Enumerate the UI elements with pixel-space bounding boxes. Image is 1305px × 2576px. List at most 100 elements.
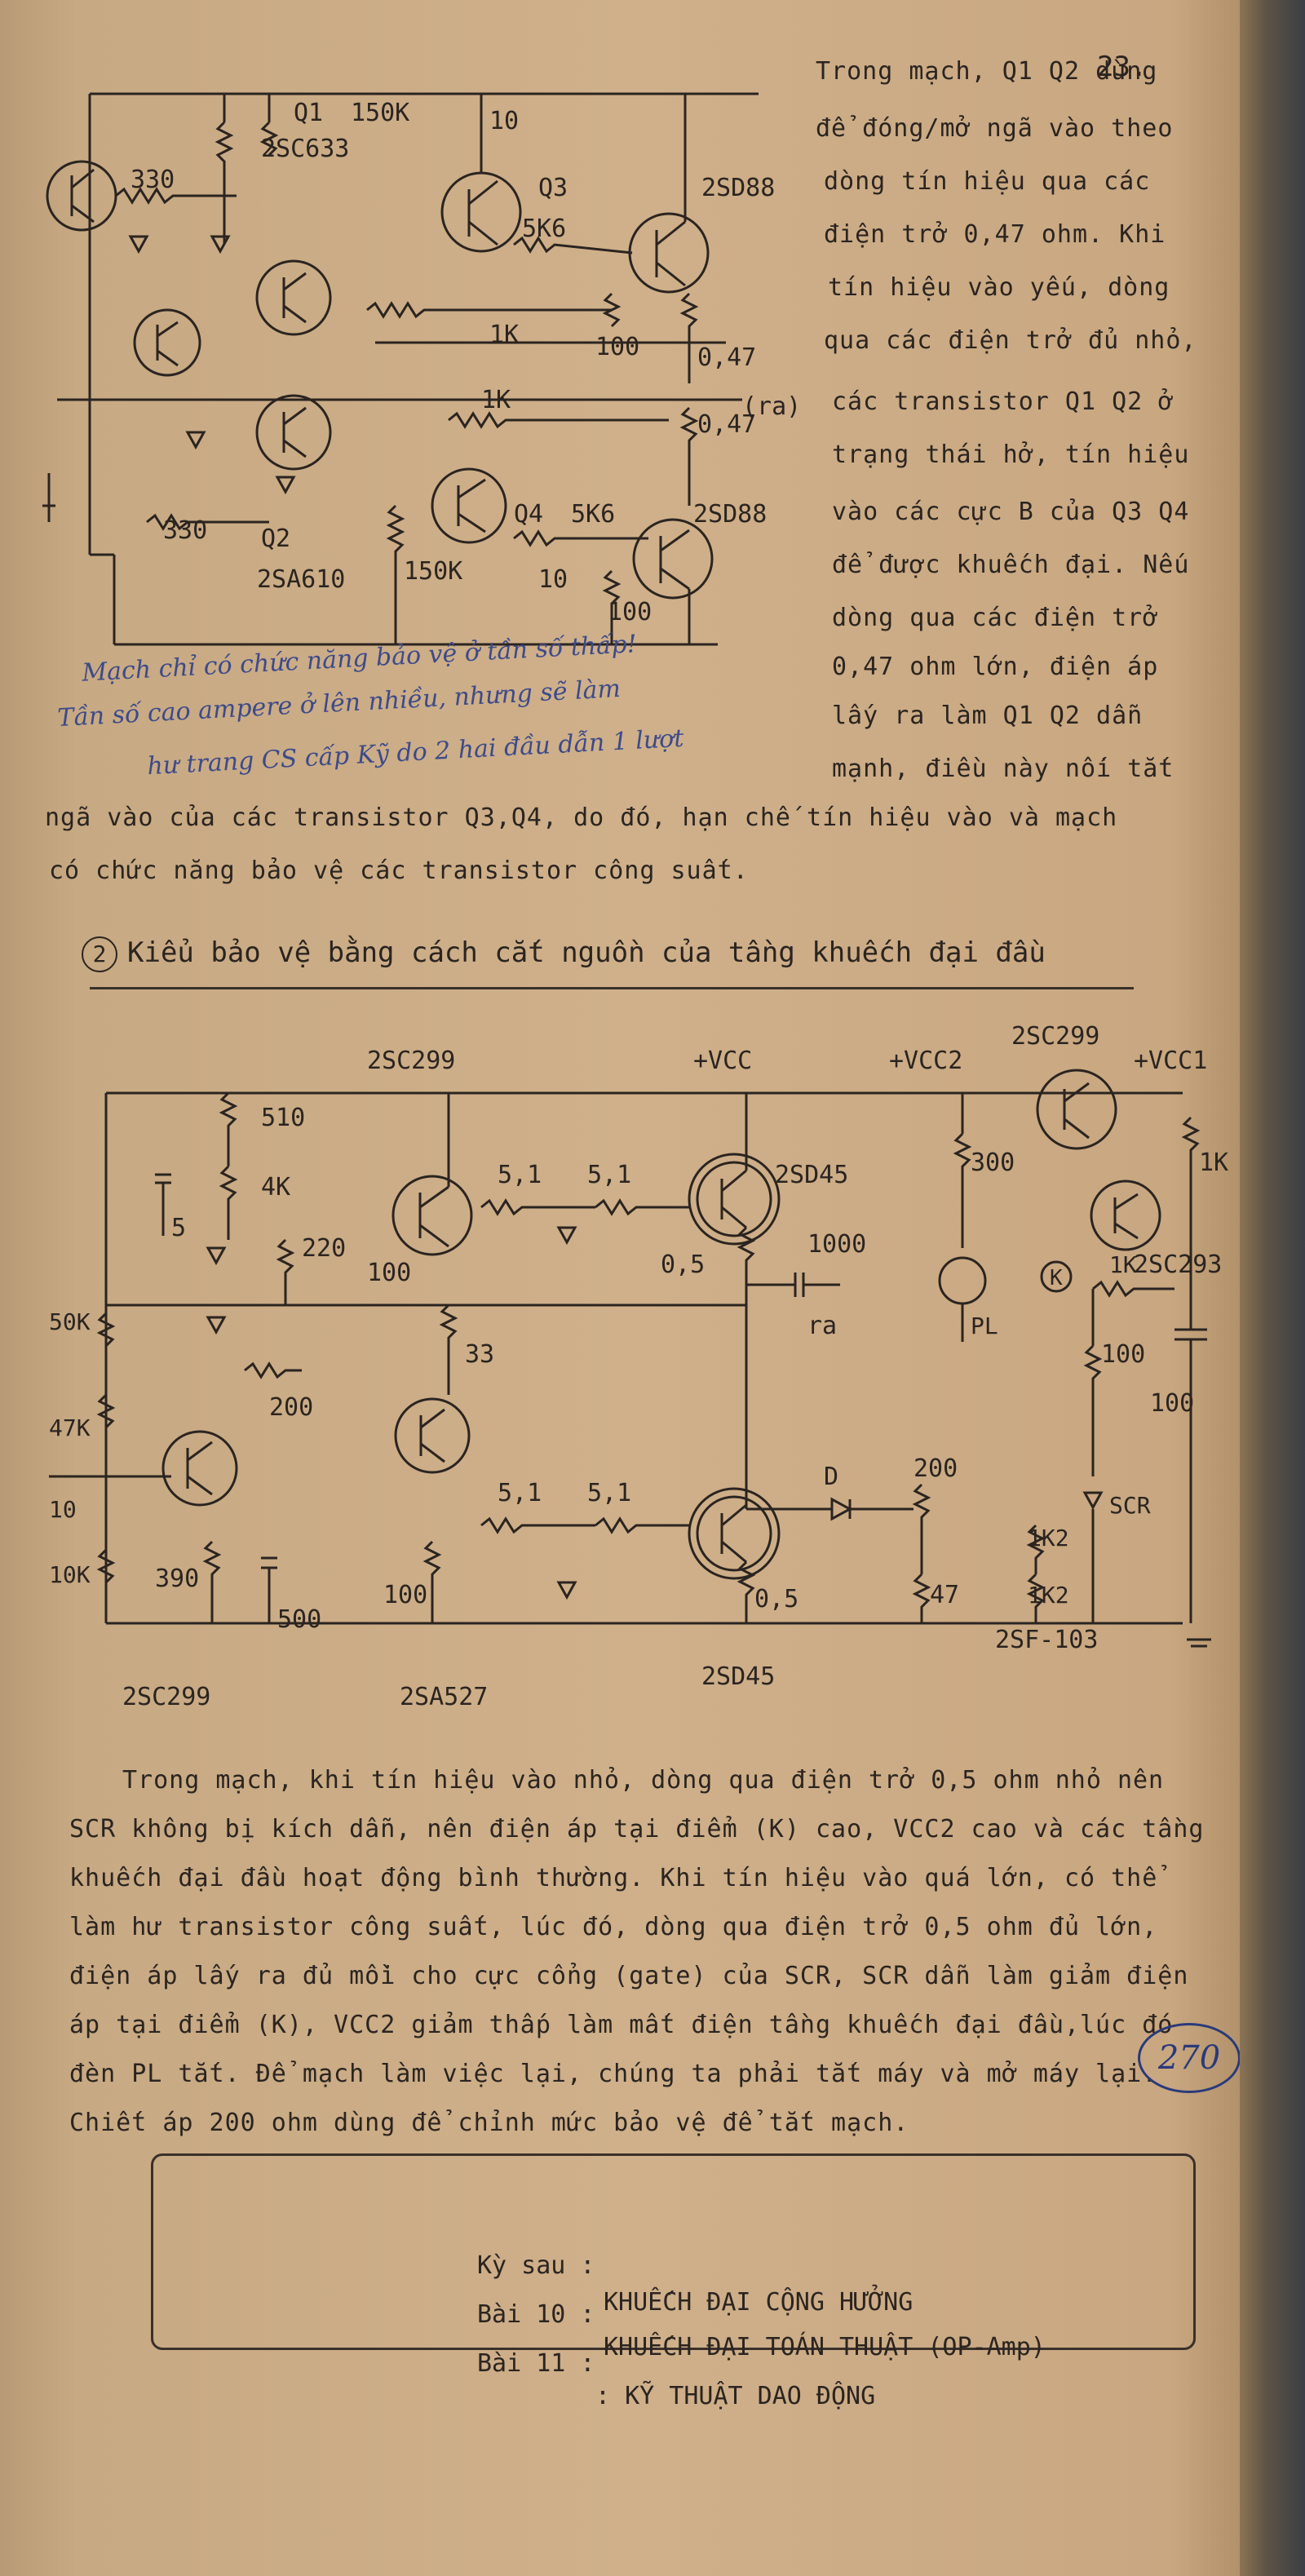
r51a-label: 5,1 bbox=[498, 1161, 542, 1189]
out-ra-label: (ra) bbox=[742, 392, 801, 421]
pl-label: PL bbox=[971, 1312, 998, 1339]
r100a-label: 100 bbox=[367, 1259, 411, 1287]
r047-a-label: 0,47 bbox=[697, 343, 756, 372]
vcc1-label: +VCC1 bbox=[1134, 1047, 1207, 1075]
para-line: Chiết áp 200 ohm dùng để chỉnh mức bảo v… bbox=[69, 2109, 909, 2137]
side-line: 0,47 ohm lớn, điện áp bbox=[832, 653, 1159, 681]
q3-label: Q3 bbox=[538, 174, 568, 202]
r100-bot-label: 100 bbox=[608, 598, 652, 626]
d-label: D bbox=[824, 1463, 838, 1491]
r33-label: 33 bbox=[465, 1340, 494, 1369]
r10-bot-label: 10 bbox=[538, 565, 568, 594]
t-2sd45-bot: 2SD45 bbox=[701, 1662, 775, 1691]
k-node-label: K bbox=[1050, 1266, 1063, 1290]
r510-label: 510 bbox=[261, 1104, 305, 1132]
t-2sc299-bot: 2SC299 bbox=[122, 1683, 210, 1711]
r51b-label: 5,1 bbox=[587, 1161, 631, 1189]
side-line: các transistor Q1 Q2 ở bbox=[832, 387, 1174, 416]
lesson-10-label: Bài 10 : bbox=[477, 2300, 595, 2329]
t-2sc299-top: 2SC299 bbox=[367, 1047, 455, 1075]
r05b-label: 0,5 bbox=[754, 1585, 798, 1613]
side-line: dòng tín hiệu qua các bbox=[824, 167, 1151, 196]
r1k-right-label: 1K bbox=[1199, 1149, 1228, 1177]
lesson-11-title: KHUẾCH ĐẠI TOÁN THUẬT (OP-Amp) bbox=[604, 2333, 1046, 2361]
r200b-label: 200 bbox=[914, 1454, 958, 1483]
c1000-label: 1000 bbox=[807, 1230, 866, 1259]
t-2sc293: 2SC293 bbox=[1134, 1250, 1222, 1279]
r300-label: 300 bbox=[971, 1149, 1015, 1177]
side-line: để được khuếch đại. Nếu bbox=[832, 551, 1190, 579]
q2-type-label: 2SA610 bbox=[257, 565, 345, 594]
r100-right-label: 100 bbox=[1101, 1340, 1145, 1369]
q3-type-label: 2SD88 bbox=[701, 174, 775, 202]
r05a-label: 0,5 bbox=[661, 1250, 705, 1279]
next-heading: Kỳ sau : bbox=[477, 2251, 595, 2280]
r1k-b-label: 1K bbox=[481, 386, 511, 414]
protection-circuit-1: Q1 2SC633 150K 10 330 Q3 5K6 2SD88 1K 10… bbox=[42, 92, 801, 646]
section-underline bbox=[90, 987, 1134, 989]
r330-bot-label: 330 bbox=[163, 516, 207, 545]
vcc2-label: +VCC2 bbox=[889, 1047, 962, 1075]
vcc-label: +VCC bbox=[693, 1047, 752, 1075]
para-line: Trong mạch, khi tín hiệu vào nhỏ, dòng q… bbox=[122, 1766, 1165, 1795]
t-2sd45-top: 2SD45 bbox=[775, 1161, 848, 1189]
r330-top-label: 330 bbox=[130, 166, 175, 194]
side-line: dòng qua các điện trở bbox=[832, 604, 1159, 632]
r10k-label: 10K bbox=[49, 1561, 91, 1588]
c5-label: 5 bbox=[171, 1214, 186, 1242]
para-line: làm hư transistor công suất, lúc đó, dòn… bbox=[69, 1913, 1158, 1941]
q2-label: Q2 bbox=[261, 524, 290, 553]
side-line: qua các điện trở đủ nhỏ, bbox=[824, 326, 1197, 355]
q1-label: Q1 bbox=[294, 99, 323, 127]
side-line: Trong mạch, Q1 Q2 dùng bbox=[816, 57, 1158, 86]
continued-line: ngã vào của các transistor Q3,Q4, do đó,… bbox=[45, 803, 1118, 832]
t-2sc299-right: 2SC299 bbox=[1011, 1022, 1099, 1051]
para-line: khuếch đại đầu hoạt động bình thường. Kh… bbox=[69, 1864, 1158, 1892]
r51c-label: 5,1 bbox=[498, 1479, 542, 1507]
r47-label: 47 bbox=[930, 1581, 959, 1609]
protection-circuit-2: 2SC299 +VCC +VCC2 2SC299 +VCC1 510 4K 5 … bbox=[49, 1022, 1228, 1711]
page-number: 23. bbox=[1097, 51, 1148, 83]
c100-label: 100 bbox=[1150, 1389, 1194, 1418]
r5k6-bot-label: 5K6 bbox=[571, 500, 615, 529]
r1k2a-label: 1K2 bbox=[1028, 1525, 1069, 1551]
r50k-label: 50K bbox=[49, 1308, 91, 1335]
r47k-label: 47K bbox=[49, 1414, 91, 1441]
r1k-k-label: 1K bbox=[1109, 1251, 1137, 1278]
para-line: điện áp lấy ra đủ mồi cho cực cổng (gate… bbox=[69, 1962, 1189, 1990]
side-line: vào các cực B của Q3 Q4 bbox=[832, 498, 1190, 526]
side-line: điện trở 0,47 ohm. Khi bbox=[824, 220, 1166, 249]
ra-label: ra bbox=[807, 1312, 837, 1340]
continued-line: có chức năng bảo vệ các transistor công … bbox=[49, 856, 749, 885]
r1k2b-label: 1K2 bbox=[1028, 1582, 1069, 1609]
scr-label: SCR bbox=[1109, 1492, 1151, 1519]
r220-label: 220 bbox=[302, 1234, 346, 1263]
q4-label: Q4 bbox=[514, 500, 543, 529]
side-line: mạnh, điều này nối tắt bbox=[832, 755, 1174, 783]
c500-label: 500 bbox=[277, 1605, 321, 1634]
r100-a-label: 100 bbox=[595, 333, 639, 361]
r10-top-label: 10 bbox=[489, 107, 519, 135]
para-line: áp tại điểm (K), VCC2 giảm thấp làm mất … bbox=[69, 2011, 1174, 2039]
r4k-label: 4K bbox=[261, 1173, 290, 1202]
t-2sf103: 2SF-103 bbox=[995, 1626, 1098, 1654]
t-2sa527: 2SA527 bbox=[400, 1683, 488, 1711]
section-title: Kiểu bảo vệ bằng cách cắt nguồn của tầng… bbox=[127, 936, 1046, 969]
side-line: lấy ra làm Q1 Q2 dẫn bbox=[832, 702, 1144, 730]
side-line: để đóng/mở ngã vào theo bbox=[816, 114, 1174, 143]
q4-type-label: 2SD88 bbox=[693, 500, 767, 529]
r51d-label: 5,1 bbox=[587, 1479, 631, 1507]
r200a-label: 200 bbox=[269, 1393, 313, 1422]
q1-type-label: 2SC633 bbox=[261, 135, 349, 163]
r100b-label: 100 bbox=[383, 1581, 427, 1609]
lesson-10-title: KHUẾCH ĐẠI CỘNG HƯỞNG bbox=[604, 2288, 914, 2317]
r047-b-label: 0,47 bbox=[697, 410, 756, 439]
handwritten-note: hư trang CS cấp Kỹ do 2 hai đầu dẫn 1 lư… bbox=[146, 724, 685, 781]
r390-label: 390 bbox=[155, 1565, 199, 1593]
r5k6-top-label: 5K6 bbox=[522, 215, 566, 243]
r150k-top-label: 150K bbox=[351, 99, 409, 127]
c10-label: 10 bbox=[49, 1496, 77, 1523]
r150k-bot-label: 150K bbox=[404, 557, 462, 586]
r1k-a-label: 1K bbox=[489, 321, 519, 349]
